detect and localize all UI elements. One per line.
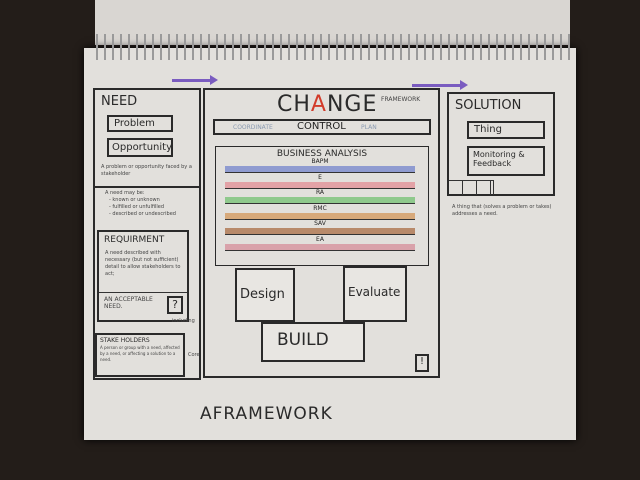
change-framework-panel: CHANGE FRAMEWORK COORDINATE CONTROL PLAN… — [203, 88, 440, 378]
title-part: CH — [277, 92, 311, 117]
side-label-including: including — [172, 318, 195, 324]
lane-label: BAPM — [311, 158, 329, 165]
build-box: BUILD — [261, 322, 365, 362]
requirement-footer: AN ACCEPTABLE NEED. — [104, 296, 153, 310]
evaluate-box: Evaluate — [343, 266, 407, 322]
side-label-core: Core — [188, 352, 200, 358]
solution-monitoring: Monitoring & Feedback — [467, 146, 545, 176]
lane-ra: RA — [225, 189, 415, 204]
tab-plan[interactable]: PLAN — [361, 124, 377, 131]
spiral-binding — [92, 34, 572, 60]
need-may-be-title: A need may be: — [105, 190, 145, 196]
requirement-text: A need described with necessary (but not… — [105, 250, 181, 277]
need-definition: A problem or opportunity faced by a stak… — [101, 164, 192, 177]
footer-title: AFRAMEWORK — [200, 404, 333, 424]
requirement-title: REQUIRMENT — [104, 235, 165, 245]
lane-rmc: RMC — [225, 205, 415, 220]
lane-label: RMC — [313, 204, 327, 212]
tab-bar: COORDINATE CONTROL PLAN — [213, 119, 431, 135]
need-problem: Problem — [107, 115, 173, 132]
design-box: Design — [235, 268, 295, 322]
need-may-be-3: - described or undescribed — [109, 211, 176, 217]
stakeholders-text: A person or group with a need, affected … — [100, 345, 180, 362]
business-analysis-panel: BUSINESS ANALYSIS — [215, 146, 429, 266]
lane-label: RA — [315, 189, 325, 196]
change-title: CHANGE — [277, 92, 377, 117]
lane-ea: EA — [225, 236, 415, 251]
title-part: NGE — [326, 92, 378, 117]
solution-definition: A thing that (solves a problem or takes)… — [452, 204, 552, 217]
need-panel: NEED Problem Opportunity A problem or op… — [93, 88, 201, 380]
alert-icon: ! — [415, 354, 429, 372]
need-may-be-1: - known or unknown — [109, 197, 160, 203]
tab-coordinate[interactable]: COORDINATE — [233, 124, 273, 131]
question-icon: ? — [167, 296, 183, 314]
stakeholders-title: STAKE HOLDERS — [100, 337, 150, 344]
need-may-be-2: - fulfilled or unfulfilled — [109, 204, 165, 210]
requirement-panel: REQUIRMENT A need described with necessa… — [97, 230, 189, 322]
business-analysis-title: BUSINESS ANALYSIS — [276, 149, 368, 159]
lane-label: E — [318, 173, 322, 181]
arrow-icon — [172, 75, 218, 85]
tab-control[interactable]: CONTROL — [297, 121, 346, 132]
need-title: NEED — [101, 94, 138, 109]
solution-thing: Thing — [467, 121, 545, 139]
lane-label: EA — [316, 235, 324, 243]
divider — [95, 186, 199, 188]
lane-sav: SAV — [225, 220, 415, 235]
stakeholders-panel: STAKE HOLDERS A person or group with a n… — [95, 333, 185, 377]
lane-label: SAV — [314, 220, 326, 227]
icon-row — [449, 180, 494, 195]
need-opportunity: Opportunity — [107, 138, 173, 157]
arrow-icon — [412, 80, 468, 90]
change-subtitle: FRAMEWORK — [381, 96, 421, 103]
lane-bapm: BAPM — [225, 158, 415, 173]
warning-triangle-icon: A — [310, 92, 327, 117]
lane-e: E — [225, 174, 415, 189]
solution-panel: SOLUTION Thing Monitoring & Feedback — [447, 92, 555, 196]
solution-title: SOLUTION — [455, 98, 522, 113]
divider — [99, 292, 187, 293]
